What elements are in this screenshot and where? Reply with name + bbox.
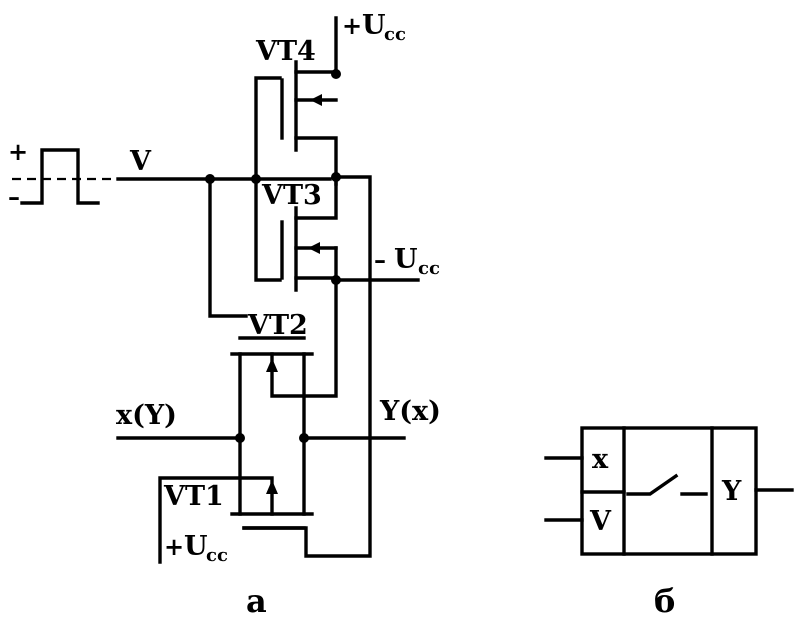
figure-caption-b: б: [654, 582, 675, 620]
vt3-label: VT3: [261, 180, 322, 211]
vt3-gate-wire: [254, 177, 282, 282]
vt4-label: VT4: [255, 36, 316, 67]
vt4-source-node: [331, 69, 341, 79]
vt4-substrate-arrow: [310, 94, 322, 106]
top-supply-subscript: cc: [384, 24, 406, 45]
symbol-input-x-label: x: [592, 444, 609, 475]
circuit-diagram-a: + – V VT4 + U cc: [8, 10, 441, 620]
switch-symbol-b: x V Y б: [544, 426, 794, 620]
vt3-substrate-arrow: [308, 242, 320, 254]
transistor-vt3: VT3: [261, 178, 338, 292]
control-input-label: V: [129, 146, 152, 177]
vt2-label: VT2: [247, 310, 308, 341]
vt2-gate-wire: [208, 177, 248, 318]
bottom-supply-label: U: [184, 531, 208, 562]
pulse-minus-sign: –: [8, 182, 20, 211]
vt4-gate-wire: [254, 76, 282, 181]
neg-supply-label: U: [394, 244, 418, 275]
bottom-supply-subscript: cc: [206, 545, 228, 566]
top-supply-label: U: [362, 10, 386, 41]
io-right-label: Y(x): [379, 396, 441, 427]
gate-node: [251, 174, 261, 184]
transistor-vt4: VT4: [255, 16, 341, 178]
transistor-vt2: VT2: [230, 278, 338, 440]
input-pulse-waveform: + –: [8, 137, 118, 211]
io-left-label: x(Y): [116, 400, 177, 431]
symbol-input-v-label: V: [589, 506, 612, 537]
vt2-substrate-wire: [270, 278, 338, 398]
vt4-drain-lead: [294, 136, 338, 178]
inverted-control-wire: [242, 175, 372, 558]
neg-supply-sign: –: [374, 245, 386, 274]
top-supply-sign: +: [342, 11, 362, 40]
switch-contact-moving: [626, 473, 679, 496]
vt1-substrate-arrow: [266, 480, 278, 494]
transistor-vt1: VT1: [158, 436, 314, 564]
symbol-output-label: Y: [721, 476, 742, 507]
pulse-shape: [20, 148, 100, 205]
figure-caption-a: а: [246, 582, 267, 620]
vt1-substrate-wire: [158, 476, 274, 564]
neg-supply-subscript: cc: [418, 258, 440, 279]
vt1-label: VT1: [163, 481, 224, 512]
pulse-plus-sign: +: [8, 137, 28, 166]
vt3-drain-lead: [294, 178, 338, 220]
vt2-substrate-arrow: [266, 358, 278, 372]
bottom-supply-sign: +: [164, 532, 184, 561]
